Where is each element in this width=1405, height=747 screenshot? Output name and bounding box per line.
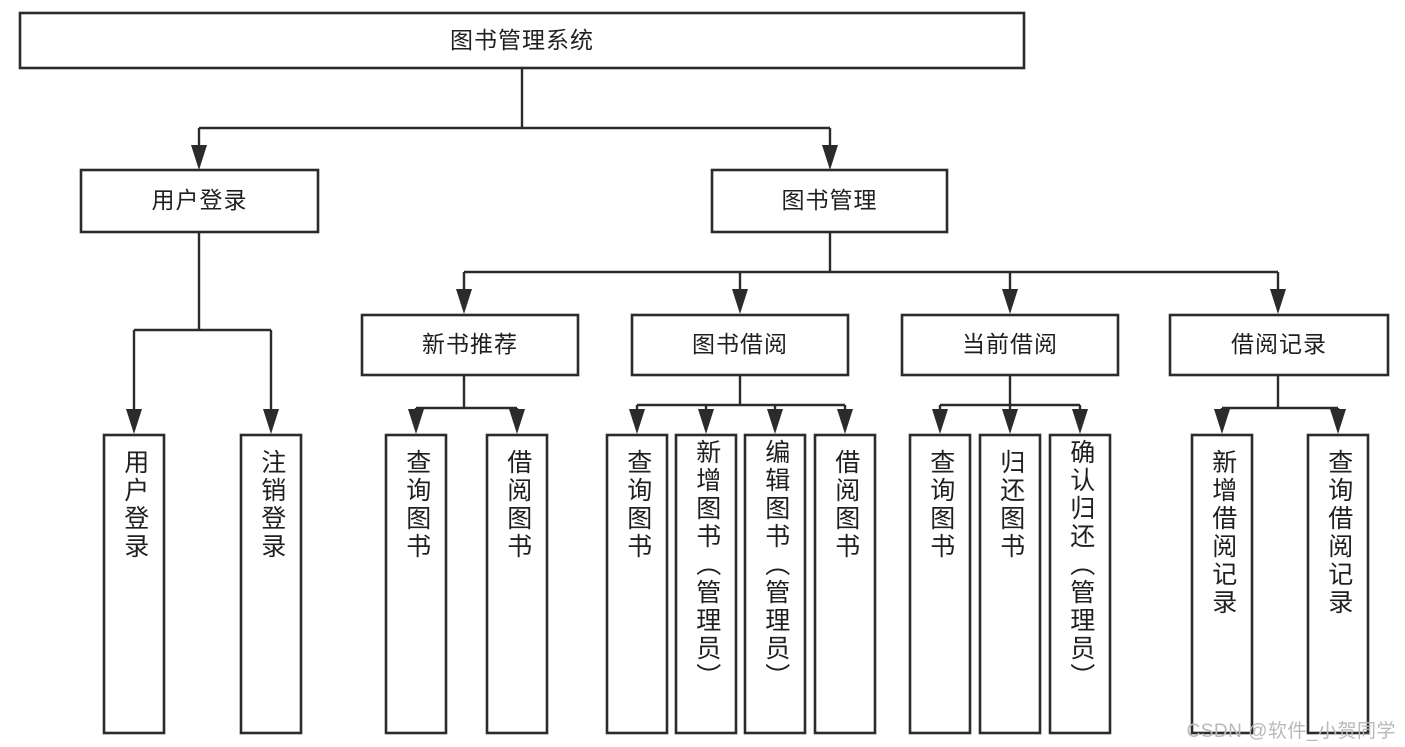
connector-group-root xyxy=(191,68,838,170)
connector-group-book-borrow xyxy=(629,375,853,434)
arrow-cb-leaf-2-icon xyxy=(1002,409,1018,434)
node-box-leaf-borrow-book-2[interactable] xyxy=(813,433,877,735)
node-box-leaf-add-book[interactable] xyxy=(674,433,738,735)
node-box-leaf-query-record[interactable] xyxy=(1306,433,1370,735)
arrow-bm-to-new-book-recommend-icon xyxy=(456,289,472,314)
csdn-watermark: CSDN @软件_小贺同学 xyxy=(1186,721,1396,742)
arrow-bb-leaf-3-icon xyxy=(767,409,783,434)
arrow-bm-to-borrow-record-icon xyxy=(1270,289,1286,314)
arrow-bm-to-current-borrow-icon xyxy=(1002,289,1018,314)
node-box-leaf-query-book-1[interactable] xyxy=(384,433,448,735)
node-box-user-login[interactable] xyxy=(79,168,320,234)
node-box-leaf-logout-login[interactable] xyxy=(239,433,303,735)
node-box-leaf-user-login[interactable] xyxy=(102,433,166,735)
arrow-bb-leaf-4-icon xyxy=(837,409,853,434)
node-box-leaf-add-record[interactable] xyxy=(1190,433,1254,735)
node-box-book-manage[interactable] xyxy=(710,168,949,234)
arrow-nbr-leaf-2-icon xyxy=(509,409,525,434)
node-box-leaf-confirm-return[interactable] xyxy=(1048,433,1112,735)
arrow-user-login-leaf-1-icon xyxy=(126,409,142,434)
arrow-bb-leaf-1-icon xyxy=(629,409,645,434)
arrow-cb-leaf-3-icon xyxy=(1072,409,1088,434)
connector-group-new-book-recommend xyxy=(408,375,525,434)
connector-group-current-borrow xyxy=(932,375,1088,434)
arrow-root-to-user-login-icon xyxy=(191,145,207,170)
node-box-leaf-borrow-book-1[interactable] xyxy=(485,433,549,735)
arrow-root-to-book-manage-icon xyxy=(822,145,838,170)
node-box-new-book-recommend[interactable] xyxy=(360,313,580,377)
node-box-book-borrow[interactable] xyxy=(630,313,850,377)
connector-group-user-login xyxy=(126,232,279,434)
arrow-br-leaf-2-icon xyxy=(1330,409,1346,434)
arrow-bb-leaf-2-icon xyxy=(698,409,714,434)
node-box-current-borrow[interactable] xyxy=(900,313,1120,377)
arrow-nbr-leaf-1-icon xyxy=(408,409,424,434)
arrow-br-leaf-1-icon xyxy=(1214,409,1230,434)
connector-group-book-manage xyxy=(456,232,1286,314)
node-box-root[interactable] xyxy=(18,11,1026,70)
arrow-user-login-leaf-2-icon xyxy=(263,409,279,434)
node-box-leaf-edit-book[interactable] xyxy=(743,433,807,735)
node-box-borrow-record[interactable] xyxy=(1168,313,1390,377)
node-box-leaf-query-book-2[interactable] xyxy=(605,433,669,735)
node-box-leaf-return-book[interactable] xyxy=(978,433,1042,735)
connector-group-borrow-record xyxy=(1214,375,1346,434)
arrow-cb-leaf-1-icon xyxy=(932,409,948,434)
arrow-bm-to-book-borrow-icon xyxy=(732,289,748,314)
node-box-leaf-query-book-3[interactable] xyxy=(908,433,972,735)
